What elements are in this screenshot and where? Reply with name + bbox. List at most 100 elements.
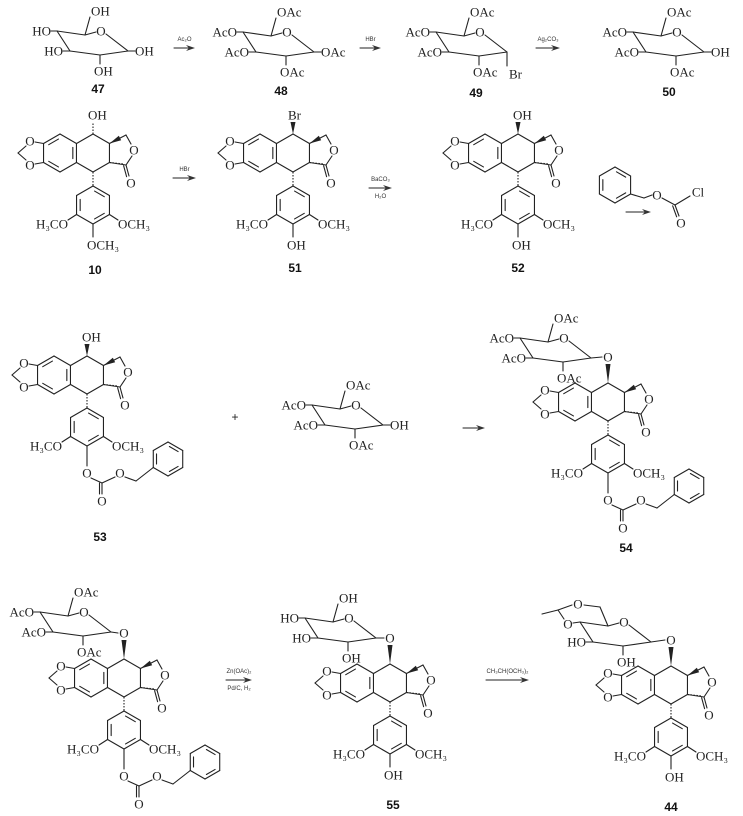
bond [574, 410, 593, 422]
bond [615, 171, 627, 178]
bond [67, 612, 80, 617]
bond [550, 134, 557, 145]
bond [339, 405, 352, 410]
atom-label: OH [390, 418, 409, 433]
arrow-deprotection: Zn(OAc)₂Pd/C, H₂ [225, 669, 252, 692]
atom-label: O [475, 25, 484, 40]
bond [356, 663, 375, 675]
bond [325, 164, 330, 177]
bond [607, 462, 626, 474]
atom-label: O [563, 617, 572, 632]
bond [152, 466, 169, 477]
bond [626, 692, 638, 700]
bond [459, 141, 470, 145]
bond [611, 504, 624, 511]
bond [339, 691, 358, 703]
atom-label: O [225, 158, 234, 173]
bond [500, 133, 519, 145]
atom-label: O [25, 158, 34, 173]
atom-label: AcO [212, 25, 237, 40]
bond [517, 185, 536, 197]
atom-label: O [641, 425, 650, 440]
glycosidic-oxygen: O [603, 350, 612, 365]
bond [547, 323, 554, 343]
bond [389, 743, 408, 755]
bond [583, 604, 601, 608]
bond [688, 468, 705, 479]
bond [293, 212, 305, 220]
atom-label: O [603, 493, 612, 508]
bond [39, 611, 54, 633]
atom-label: O [707, 675, 716, 690]
bond [93, 190, 105, 198]
bond [42, 360, 54, 368]
atom-label: AcO [281, 398, 306, 413]
bond [324, 424, 356, 430]
bond [463, 17, 470, 37]
bond [106, 686, 125, 698]
bond [389, 691, 408, 703]
atom-label: OCH₃ [318, 217, 350, 232]
bond [620, 665, 639, 677]
bond [234, 141, 245, 145]
bond [242, 31, 272, 37]
bond [56, 30, 86, 36]
bond [139, 738, 150, 746]
bond [84, 16, 91, 36]
wedge-bond [406, 665, 419, 674]
bond [39, 611, 69, 617]
atom-label: AcO [224, 45, 249, 60]
bond [406, 691, 422, 695]
bond [36, 355, 55, 367]
bond [614, 193, 632, 204]
compound-number-53: 53 [93, 530, 107, 544]
compound-number-47: 47 [91, 82, 105, 96]
bond [234, 161, 245, 165]
bond [674, 204, 680, 217]
bond [156, 659, 163, 670]
bond [17, 152, 27, 161]
atom-label: AcO [501, 351, 526, 366]
atom-label: O [636, 493, 645, 508]
bond [154, 690, 159, 703]
bond [670, 745, 689, 757]
atom-label: OAc [554, 311, 579, 326]
atom-label: O [157, 701, 166, 716]
atom-label: OAc [473, 65, 498, 80]
bond [67, 597, 74, 617]
bond [448, 51, 480, 57]
compound-number-55: 55 [386, 798, 400, 812]
bond [661, 197, 676, 206]
atom-label: O [126, 176, 135, 191]
atom-label: O [329, 143, 338, 158]
bond [69, 383, 88, 395]
bond [123, 686, 142, 698]
bond [608, 439, 620, 447]
bond [467, 133, 486, 145]
atom-label: O [652, 188, 661, 203]
bond [84, 31, 97, 36]
bond [670, 693, 689, 705]
reagent-label: Pd/C, H₂ [227, 686, 251, 692]
atom-label: H₃CO [236, 217, 268, 232]
bond [90, 477, 103, 484]
atom-label: O [123, 365, 132, 380]
bond [557, 382, 576, 394]
bond [595, 684, 605, 693]
atom-label: AcO [602, 25, 627, 40]
bond [125, 164, 130, 177]
bond [110, 631, 119, 634]
atom-label: OAc [557, 371, 582, 386]
bond [275, 185, 294, 197]
bond [325, 155, 333, 166]
atom-label: O [160, 668, 169, 683]
bond [65, 686, 76, 690]
bond [422, 694, 427, 707]
atom-label: O [119, 769, 128, 784]
bond [653, 745, 672, 757]
